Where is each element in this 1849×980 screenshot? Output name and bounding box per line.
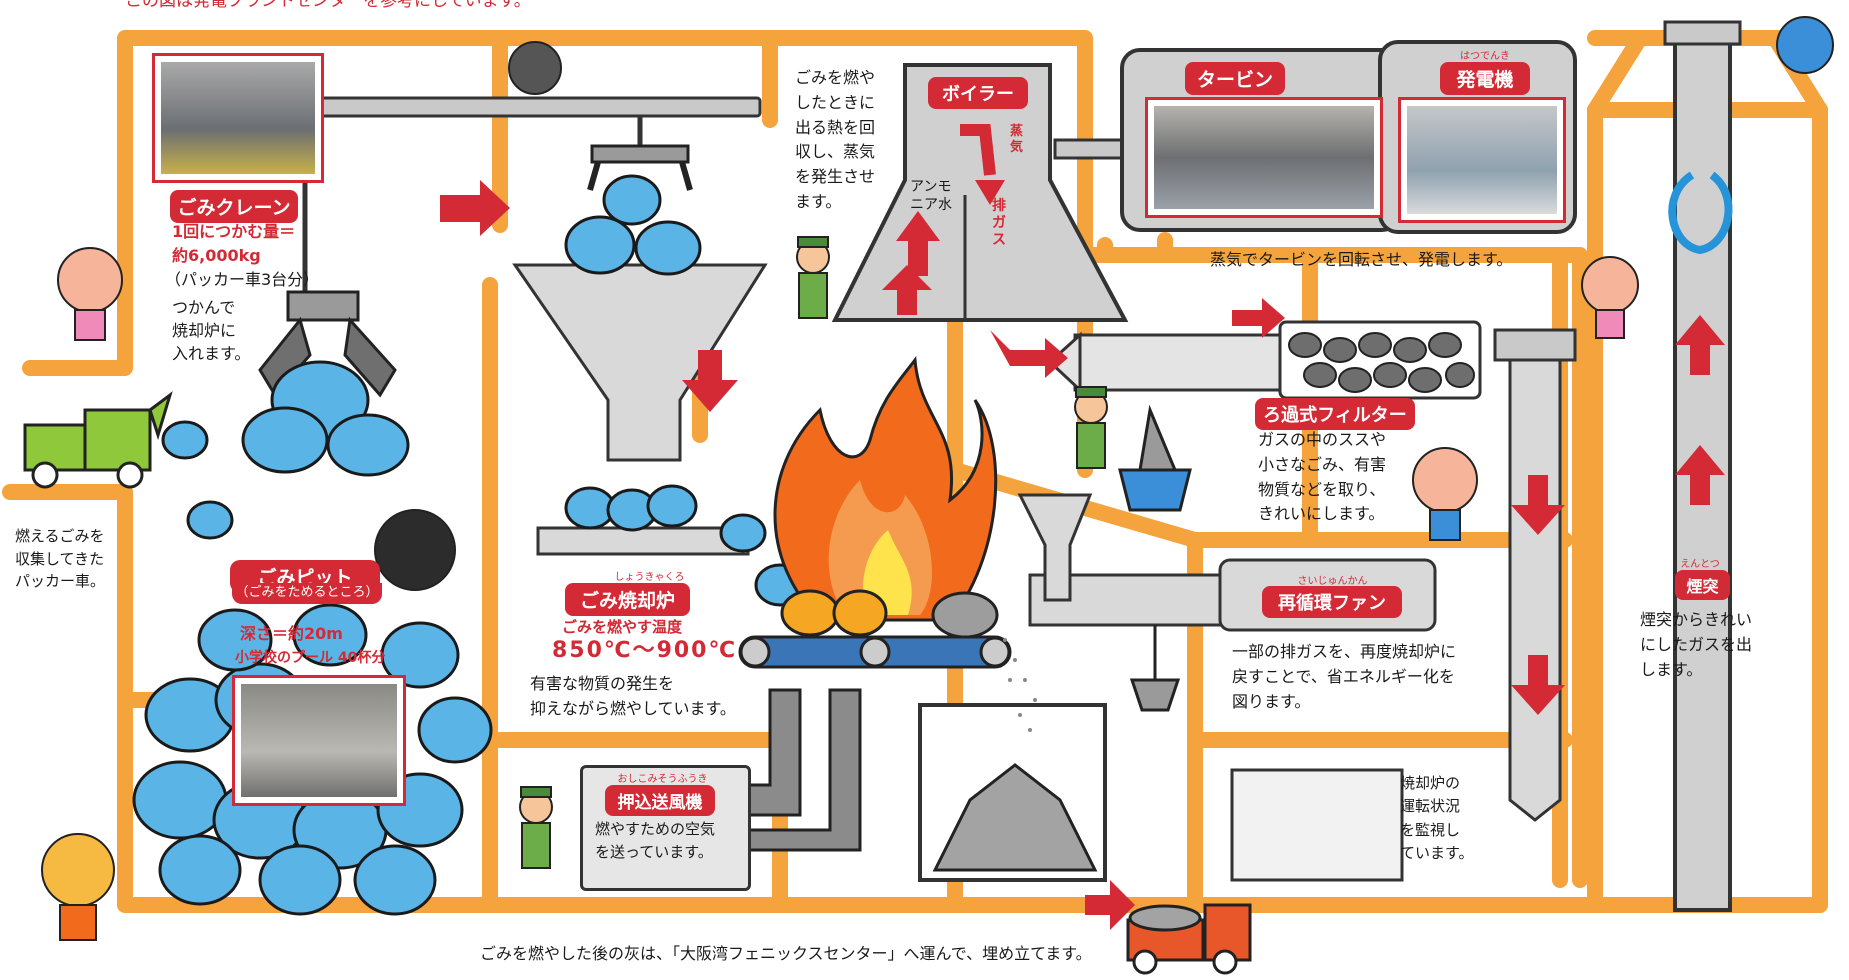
blower-description: 燃やすための空気 を送っています。: [595, 820, 716, 862]
control-room: [1230, 768, 1404, 882]
pit-pool-comparison: 小学校のプール 40杯分: [235, 650, 386, 666]
control-description: 焼却炉の 運転状況 を監視し ています。: [1400, 774, 1474, 862]
generator-ruby: はつでんき: [1460, 51, 1510, 62]
crane-label: ごみクレーン: [170, 190, 298, 223]
crane-capacity-note: （パッカー車3台分）: [165, 270, 320, 289]
generator-label: 発電機: [1440, 62, 1530, 95]
furnace-flame: [773, 355, 998, 622]
filter-label: ろ過式フィルター: [1255, 398, 1415, 430]
pit-sublabel: （ごみをためるところ）: [232, 583, 382, 604]
chimney-label: 煙突: [1675, 570, 1730, 600]
power-description: 蒸気でタービンを回転させ、発電します。: [1210, 250, 1513, 269]
dump-truck: [1126, 903, 1252, 975]
furnace-description: 有害な物質の発生を 抑えながら燃やしています。: [530, 674, 736, 718]
chimney-description: 煙突からきれい にしたガスを出 します。: [1640, 610, 1753, 679]
crane-photo: [152, 53, 324, 183]
truck-description: 燃えるごみを 収集してきた パッカー車。: [15, 527, 106, 590]
turbine-photo: [1145, 97, 1383, 218]
flow-arrows: [440, 180, 1725, 930]
fan-description: 一部の排ガスを、再度焼却炉に 戻すことで、省エネルギー化を 図ります。: [1232, 642, 1457, 711]
header-note: この図は発電プラントセンターを参考にしています。: [125, 0, 531, 11]
crane-grabber: [258, 290, 397, 398]
footer-note: ごみを燃やした後の灰は、「大阪湾フェニックスセンター」へ運んで、埋め立てます。: [480, 944, 1092, 963]
mascot-characters: [41, 16, 1834, 941]
generator-photo: [1398, 97, 1566, 223]
blower-label: 押込送風機: [605, 785, 715, 816]
ash-pile: [932, 763, 1098, 872]
filter-description: ガスの中のススや 小さなごみ、有害 物質などを取り、 きれいにします。: [1258, 430, 1387, 524]
furnace-temp-label: ごみを燃やす温度: [562, 618, 683, 636]
boiler-exhaust-label: 排 ガ ス: [992, 198, 1006, 248]
fan-ruby: さいじゅんかん: [1297, 576, 1368, 587]
pit-depth: 深さ＝約20m: [240, 624, 343, 643]
boiler-description: ごみを燃や したときに 出る熱を回 収し、蒸気 を発生させ ます。: [795, 68, 876, 211]
fan-label: 再循環ファン: [1262, 586, 1402, 618]
blower-ruby: おしこみそうふうき: [617, 774, 708, 785]
furnace-ruby: しょうきゃくろ: [614, 572, 685, 583]
garbage-truck: [23, 391, 173, 489]
furnace-temp-value: 850℃～900℃: [552, 638, 738, 663]
boiler-label: ボイラー: [928, 77, 1028, 109]
chimney-ruby: えんとつ: [1680, 559, 1720, 570]
turbine-label: タービン: [1185, 62, 1285, 95]
hopper-funnel: [512, 263, 768, 462]
furnace-label: ごみ焼却炉: [565, 583, 690, 616]
pit-photo: [232, 675, 406, 806]
crane-capacity-line2: 約6,000kg: [172, 246, 261, 265]
crane-description: つかんで 焼却炉に 入れます。: [172, 298, 251, 364]
crane-capacity-line1: 1回につかむ量＝: [172, 222, 296, 241]
boiler-steam-label: 蒸 気: [1010, 124, 1024, 155]
boiler-ammonia-label: アンモ ニア水: [910, 179, 952, 214]
boiler-body: [831, 63, 1129, 322]
